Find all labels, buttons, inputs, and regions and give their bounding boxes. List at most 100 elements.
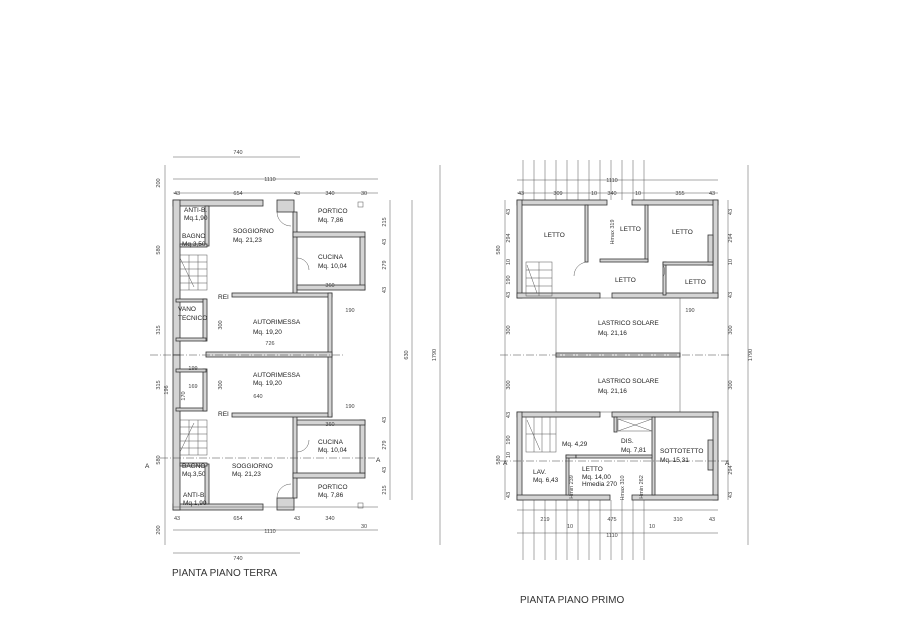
- dimension-value: 654: [233, 191, 242, 197]
- dimension-value: 10: [649, 524, 655, 530]
- dimension-value: 360: [325, 283, 334, 289]
- room-label: LAV.: [533, 469, 546, 476]
- dimension-value: 10: [591, 191, 597, 197]
- dimension-value: 300: [506, 325, 512, 334]
- dimension-value: 315: [156, 325, 162, 334]
- dimension-value: 43: [518, 191, 524, 197]
- dimension-value: 340: [325, 191, 334, 197]
- room-label: AUTORIMESSA: [253, 319, 301, 326]
- dimension-value: 340: [325, 516, 334, 522]
- dimension-value: 294: [728, 233, 734, 242]
- room-label: TECNICO: [178, 315, 207, 322]
- staircase-first-top: [525, 261, 553, 297]
- room-label: Mq. 7,86: [318, 492, 344, 499]
- dimension-value: 43: [506, 412, 512, 418]
- room-label: A: [503, 460, 508, 467]
- dimension-value: 43: [294, 516, 300, 522]
- room-label: Mq. 10,04: [318, 263, 347, 270]
- dimension-value: 190: [506, 435, 512, 444]
- dimension-value: 1790: [748, 349, 754, 361]
- dimension-value: 200: [156, 178, 162, 187]
- room-label: Hmax 319: [610, 219, 616, 244]
- room-label: PORTICO: [318, 484, 348, 491]
- dimension-value: 43: [506, 292, 512, 298]
- room-label: Mq. 15,31: [660, 457, 689, 464]
- dimension-value: 215: [382, 485, 388, 494]
- dimension-value: 43: [382, 239, 388, 245]
- room-label: Mq. 6,43: [533, 477, 559, 484]
- room-label: Mq. 21,16: [598, 388, 627, 395]
- dimension-value: 169: [188, 384, 197, 390]
- dimension-value: 294: [506, 233, 512, 242]
- room-label: PORTICO: [318, 208, 348, 215]
- room-label: Mq. 21,16: [598, 330, 627, 337]
- room-label: Mq.1,90: [183, 500, 207, 507]
- room-label: LETTO: [620, 226, 641, 233]
- room-label: REI: [218, 411, 229, 418]
- dimension-value: 654: [233, 516, 242, 522]
- dimension-value: 340: [607, 191, 616, 197]
- dimension-value: 294: [728, 465, 734, 474]
- dimension-value: 10: [506, 452, 512, 458]
- dimension-value: 10: [567, 524, 573, 530]
- room-label: Mq.3,50: [182, 241, 206, 248]
- room-label: A: [376, 457, 381, 464]
- room-label: LETTO: [672, 229, 693, 236]
- dis-void: [617, 418, 653, 432]
- room-label: LETTO: [544, 232, 565, 239]
- dimension-value: 199: [188, 366, 197, 372]
- room-label: AUTORIMESSA: [253, 372, 301, 379]
- room-label: LETTO: [582, 466, 603, 473]
- dimension-value: 475: [607, 517, 616, 523]
- dimension-value: 360: [325, 422, 334, 428]
- dimension-value: 10: [728, 259, 734, 265]
- dimension-value: 190: [685, 308, 694, 314]
- dimension-value: 190: [506, 275, 512, 284]
- dimension-value: 43: [506, 209, 512, 215]
- dimension-value: 300: [728, 380, 734, 389]
- dimension-value: 580: [156, 245, 162, 254]
- dimension-value: 200: [156, 525, 162, 534]
- door-swing: [296, 257, 310, 271]
- room-label: A: [145, 463, 150, 470]
- room-label: REI: [218, 294, 229, 301]
- room-label: Mq. 14,00: [582, 474, 611, 481]
- staircase-first-bottom: [525, 416, 557, 453]
- room-label: SOGGIORNO: [233, 228, 274, 235]
- door-swing: [573, 261, 589, 277]
- room-label: Hmax 310: [620, 475, 626, 500]
- dimension-value: 640: [253, 394, 262, 400]
- dimension-value: 279: [382, 440, 388, 449]
- room-label: Mq. 4,29: [562, 441, 588, 448]
- room-label: Mq. 7,81: [621, 447, 647, 454]
- room-label: BAGNO: [182, 463, 205, 470]
- dimension-value: 300: [728, 325, 734, 334]
- room-label: Mq. 21,23: [233, 237, 262, 244]
- dimension-value: 43: [709, 191, 715, 197]
- room-label: CUCINA: [318, 439, 344, 446]
- dimension-value: 1110: [264, 529, 275, 535]
- first-floor-walls: [500, 199, 730, 501]
- dimension-value: 43: [294, 191, 300, 197]
- dimension-value: 43: [728, 492, 734, 498]
- dimension-value: 170: [181, 391, 187, 400]
- dimension-value: 300: [506, 380, 512, 389]
- door-swing: [662, 264, 665, 278]
- room-label: Mq.3,50: [182, 471, 206, 478]
- plan-title-first-floor: PIANTA PIANO PRIMO: [520, 595, 624, 606]
- dimension-value: 43: [382, 287, 388, 293]
- dimension-value: 196: [164, 385, 170, 394]
- dimension-value: 630: [404, 350, 410, 359]
- dimension-value: 215: [382, 217, 388, 226]
- room-label: LASTRICO SOLARE: [598, 378, 659, 385]
- room-label: Mq. 19,20: [253, 329, 282, 336]
- room-label: LETTO: [685, 279, 706, 286]
- dimension-value: 43: [174, 191, 180, 197]
- dimension-value: 43: [174, 516, 180, 522]
- dimension-value: 10: [506, 259, 512, 265]
- dimension-value: 1790: [432, 349, 438, 361]
- dimension-value: 726: [265, 341, 274, 347]
- dimension-value: 740: [233, 556, 242, 562]
